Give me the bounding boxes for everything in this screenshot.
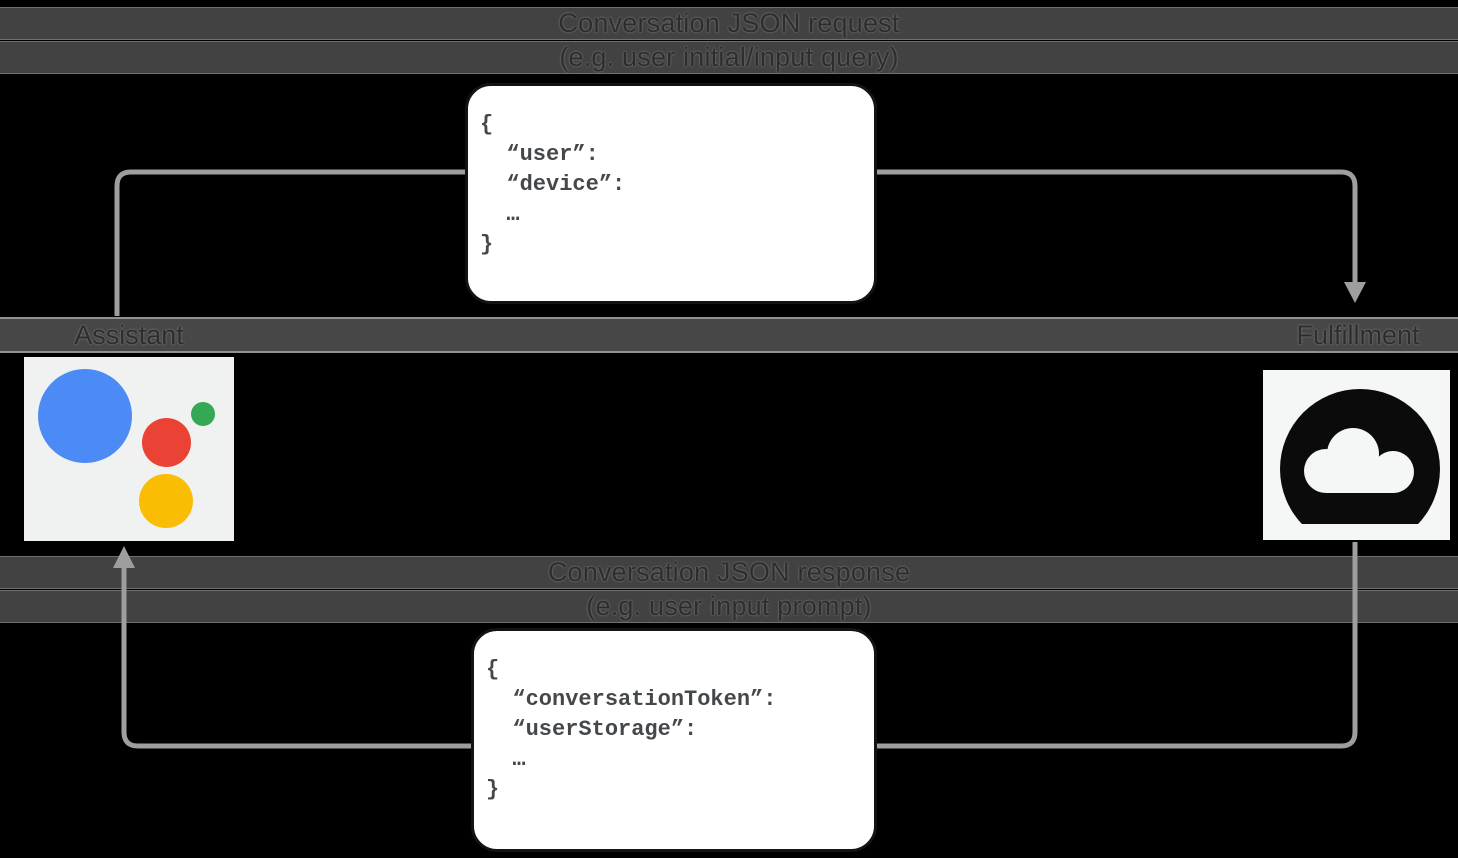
code-line: …: [486, 747, 526, 772]
caption-band: [0, 556, 1458, 589]
code-line: …: [480, 202, 520, 227]
response-subtitle: (e.g. user input prompt): [586, 591, 872, 621]
code-line: }: [480, 232, 494, 257]
code-line: {: [480, 112, 494, 137]
code-line: {: [486, 657, 500, 682]
caption-band: [0, 590, 1458, 623]
response-arrowhead-icon: [113, 546, 135, 568]
fulfillment-label: Fulfillment: [1296, 320, 1420, 350]
request-json-box: { “user”: “device”: … }: [465, 83, 877, 304]
code-line: }: [486, 777, 500, 802]
cloud-icon-cloud-shape: [1304, 428, 1414, 493]
cloud-icon: [1263, 389, 1450, 549]
request-subtitle: (e.g. user initial/input query): [559, 42, 899, 72]
assistant-label: Assistant: [74, 320, 184, 350]
assistant-yellow-dot: [139, 474, 193, 528]
request-title: Conversation JSON request: [558, 8, 900, 38]
code-line: “user”:: [480, 142, 599, 167]
code-line: “userStorage”:: [486, 717, 698, 742]
fulfillment-tile: [1263, 370, 1450, 549]
assistant-blue-dot: [38, 369, 132, 463]
assistant-green-dot: [191, 402, 215, 426]
code-line: “device”:: [480, 172, 626, 197]
request-arrowhead-icon: [1344, 282, 1366, 303]
cloud-icon-flat-cut: [1263, 524, 1450, 540]
response-title: Conversation JSON response: [547, 557, 911, 587]
code-line: “conversationToken”:: [486, 687, 777, 712]
response-json-box: { “conversationToken”: “userStorage”: … …: [471, 628, 877, 852]
assistant-red-dot: [142, 418, 191, 467]
caption-band: [0, 7, 1458, 40]
caption-band: [0, 41, 1458, 74]
actor-label-band: [0, 317, 1458, 353]
assistant-tile: [24, 357, 234, 541]
